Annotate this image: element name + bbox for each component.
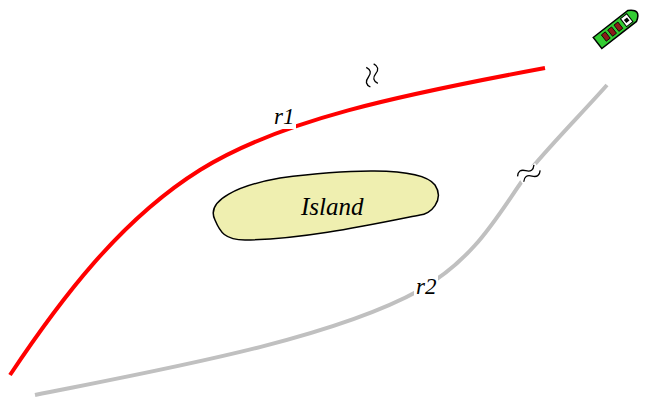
island-shape: Island: [205, 160, 450, 245]
route-r2: [35, 85, 607, 395]
route-r1: [10, 68, 545, 375]
break-mark: [363, 63, 383, 88]
route-label: r1: [272, 104, 296, 129]
ship-icon: [593, 7, 641, 49]
island-label: Island: [301, 193, 364, 221]
route-label: r2: [414, 274, 438, 299]
break-mark: [516, 162, 543, 187]
